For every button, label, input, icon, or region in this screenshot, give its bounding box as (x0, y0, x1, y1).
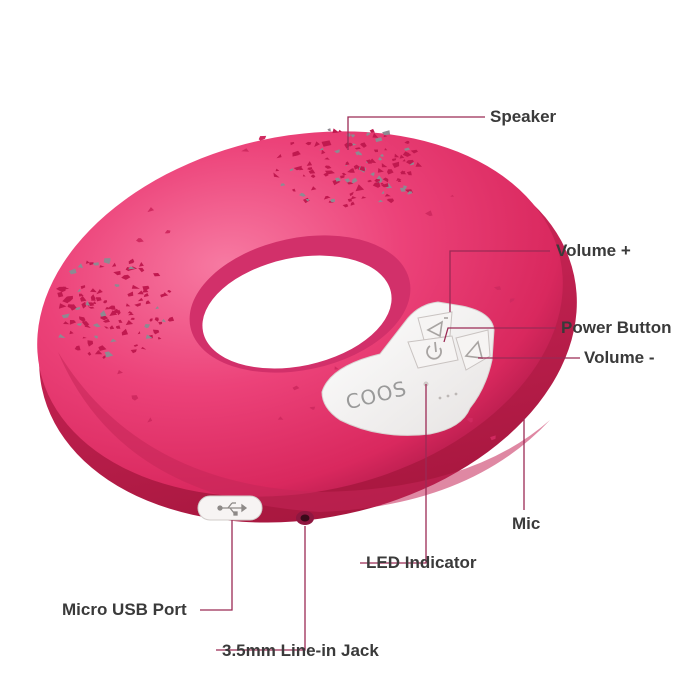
micro-usb-port[interactable] (198, 496, 262, 520)
label-volume-minus: Volume - (584, 348, 655, 368)
label-mic: Mic (512, 514, 540, 534)
label-speaker: Speaker (490, 107, 556, 127)
label-line-in-jack: 3.5mm Line-in Jack (222, 641, 379, 661)
label-power-button: Power Button (561, 318, 672, 338)
micro-usb-leader-line (200, 520, 232, 610)
line-in-jack-leader-line (216, 526, 305, 650)
line-in-jack[interactable] (296, 511, 314, 525)
label-micro-usb-port: Micro USB Port (62, 600, 187, 620)
label-volume-plus: Volume + (556, 241, 631, 261)
label-led-indicator: LED Indicator (366, 553, 477, 573)
